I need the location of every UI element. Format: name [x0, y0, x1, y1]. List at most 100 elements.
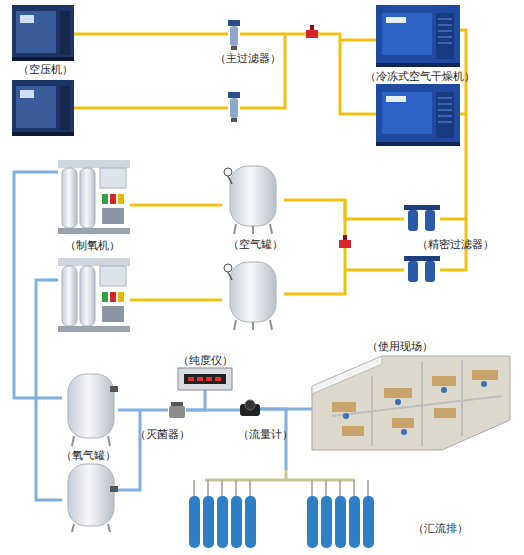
- main-filter: [230, 26, 238, 46]
- equipment-node: （精密过滤器）: [404, 205, 440, 233]
- sterilizer: [169, 402, 185, 418]
- purity-meter: [178, 368, 232, 390]
- purity-meter: [184, 374, 226, 384]
- oxygen-generator: [58, 258, 130, 332]
- use-site-illustration: [343, 413, 349, 419]
- equipment-node: （流量计）: [240, 400, 260, 418]
- red-valve: [339, 240, 351, 248]
- air-tank: [228, 272, 232, 280]
- gas-manifold: [189, 470, 374, 548]
- oxygen-tank: [72, 524, 110, 532]
- sterilizer: [171, 402, 183, 406]
- use-site-illustration: [384, 388, 412, 398]
- use-site-illustration: [441, 387, 447, 393]
- precision-filter: [404, 205, 440, 231]
- precision-filter: [404, 256, 440, 261]
- pipe-connector: [118, 409, 168, 412]
- gas-manifold: [231, 496, 242, 548]
- gas-manifold: [245, 496, 256, 548]
- oxygen-generator: [118, 292, 124, 302]
- red-valve: [306, 25, 351, 248]
- precision-filter: [425, 210, 435, 231]
- gas-manifold: [194, 480, 368, 496]
- air-compressor: [12, 132, 74, 136]
- air-compressor: [12, 57, 74, 61]
- air-compressor: [16, 86, 56, 128]
- refrigerated-dryer: [376, 5, 460, 67]
- main-filter: [231, 118, 237, 122]
- oxygen-tank: [110, 486, 118, 492]
- oxygen-generator: [58, 326, 130, 332]
- air-tank: [224, 166, 276, 234]
- gas-manifold: [321, 496, 332, 548]
- air-tank: [228, 176, 232, 184]
- refrigerated-dryer: [438, 19, 452, 43]
- red-valve: [310, 25, 314, 30]
- gas-manifold: [217, 496, 228, 548]
- oxygen-tank: [68, 464, 114, 526]
- oxygen-generator: [62, 266, 77, 326]
- pipe-connector: [130, 204, 222, 207]
- equipment-node: （纯度仪）: [178, 368, 232, 390]
- precision-filter: [425, 261, 435, 282]
- oxygen-generator: [80, 168, 95, 228]
- air-tank: [230, 262, 276, 322]
- main-filter: [228, 20, 240, 26]
- equipment-node: （主过滤器）: [228, 20, 240, 50]
- precision-filter: [408, 261, 418, 282]
- pipe-connector: [186, 390, 205, 410]
- purity-meter: [178, 368, 232, 390]
- air-compressor: [16, 11, 56, 53]
- static-oxygen-pipe: [36, 280, 62, 500]
- static-air-pipe: [240, 34, 285, 108]
- refrigerated-dryer: [376, 142, 460, 146]
- equipment-label: （空气罐）: [228, 238, 283, 250]
- equipment-label: （主过滤器）: [215, 52, 281, 64]
- air-compressor: [12, 5, 74, 61]
- main-filter: [231, 46, 237, 50]
- oxygen-generator: [102, 194, 108, 204]
- red-valve: [306, 30, 318, 38]
- equipment-label: （精密过滤器）: [417, 238, 494, 250]
- air-tank: [234, 224, 272, 234]
- main-filter: [230, 98, 238, 118]
- equipment-label: （氧气罐）: [61, 449, 116, 461]
- static-air-pipe: [345, 269, 404, 272]
- use-site-illustration: [332, 402, 356, 412]
- equipment-label: （纯度仪）: [178, 354, 233, 366]
- use-site-illustration: [434, 408, 456, 418]
- use-site-illustration: [472, 370, 498, 380]
- air-compressor: [12, 80, 74, 136]
- pipe-connector: [14, 172, 62, 398]
- oxygen-tank: [68, 464, 118, 532]
- refrigerated-dryer: [376, 84, 460, 146]
- air-compressor: [20, 15, 34, 23]
- refrigerated-dryer: [436, 13, 454, 59]
- air-tank: [234, 320, 272, 330]
- equipment-node: （使用现场）: [312, 356, 510, 450]
- oxygen-generator: [110, 194, 116, 204]
- use-site-illustration: [481, 381, 487, 387]
- equipment-node: （氧气罐）: [62, 372, 118, 446]
- use-site-illustration: [401, 429, 407, 435]
- sterilizer: [169, 406, 185, 418]
- oxygen-generator: [100, 168, 126, 188]
- refrigerated-dryer: [386, 17, 406, 23]
- oxygen-generator: [58, 160, 130, 168]
- equipment-node: （灭菌器）: [168, 402, 186, 418]
- equipment-node: （空压机）: [12, 5, 74, 61]
- purity-meter: [188, 377, 194, 381]
- air-compressor: [12, 5, 74, 61]
- air-compressor: [20, 90, 34, 98]
- pipe-connector: [284, 200, 404, 219]
- flow-meter: [240, 400, 260, 416]
- oxygen-generator: [58, 228, 130, 234]
- oxygen-tank: [68, 374, 114, 438]
- main-filter: [228, 92, 240, 98]
- use-site-illustration: [332, 360, 502, 446]
- air-tank: [230, 166, 276, 226]
- main-filter: [228, 92, 240, 122]
- air-compressor: [60, 86, 70, 130]
- precision-filter: [404, 205, 440, 210]
